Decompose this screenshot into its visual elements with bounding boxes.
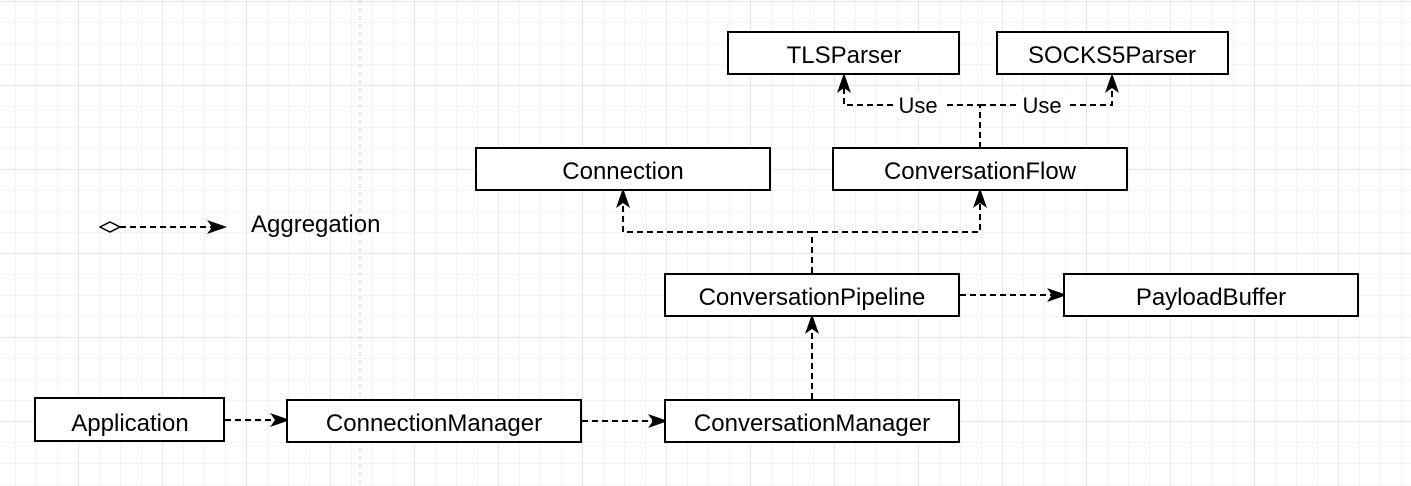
node-label: TLSParser: [787, 42, 902, 69]
node-application[interactable]: Application: [34, 397, 225, 442]
node-label: ConversationManager: [694, 410, 930, 437]
edge-label-bg: [893, 92, 943, 118]
node-socks5parser[interactable]: SOCKS5Parser: [996, 31, 1229, 75]
node-payloadbuffer[interactable]: PayloadBuffer: [1063, 273, 1359, 317]
edge-label-use-tls: Use: [898, 93, 937, 118]
node-label: SOCKS5Parser: [1028, 42, 1196, 69]
node-label: Application: [71, 410, 188, 437]
node-label: PayloadBuffer: [1136, 284, 1286, 311]
node-label: ConnectionManager: [326, 410, 542, 437]
edge-pipeline-to-flow: [812, 188, 987, 233]
node-label: ConversationFlow: [884, 158, 1077, 185]
node-conversationpipeline[interactable]: ConversationPipeline: [664, 273, 960, 317]
node-connectionmanager[interactable]: ConnectionManager: [286, 399, 582, 443]
node-connection[interactable]: Connection: [475, 147, 771, 191]
node-tlsparser[interactable]: TLSParser: [727, 31, 960, 75]
node-conversationflow[interactable]: ConversationFlow: [832, 147, 1128, 191]
edge-label-bg: [1017, 92, 1067, 118]
edge-pipeline-to-connection: [623, 191, 812, 273]
node-conversationmanager[interactable]: ConversationManager: [664, 399, 960, 443]
node-label: ConversationPipeline: [699, 284, 926, 311]
edge-label-use-socks5: Use: [1022, 93, 1061, 118]
node-label: Connection: [562, 158, 683, 185]
legend-aggregation-label: Aggregation: [251, 211, 380, 238]
